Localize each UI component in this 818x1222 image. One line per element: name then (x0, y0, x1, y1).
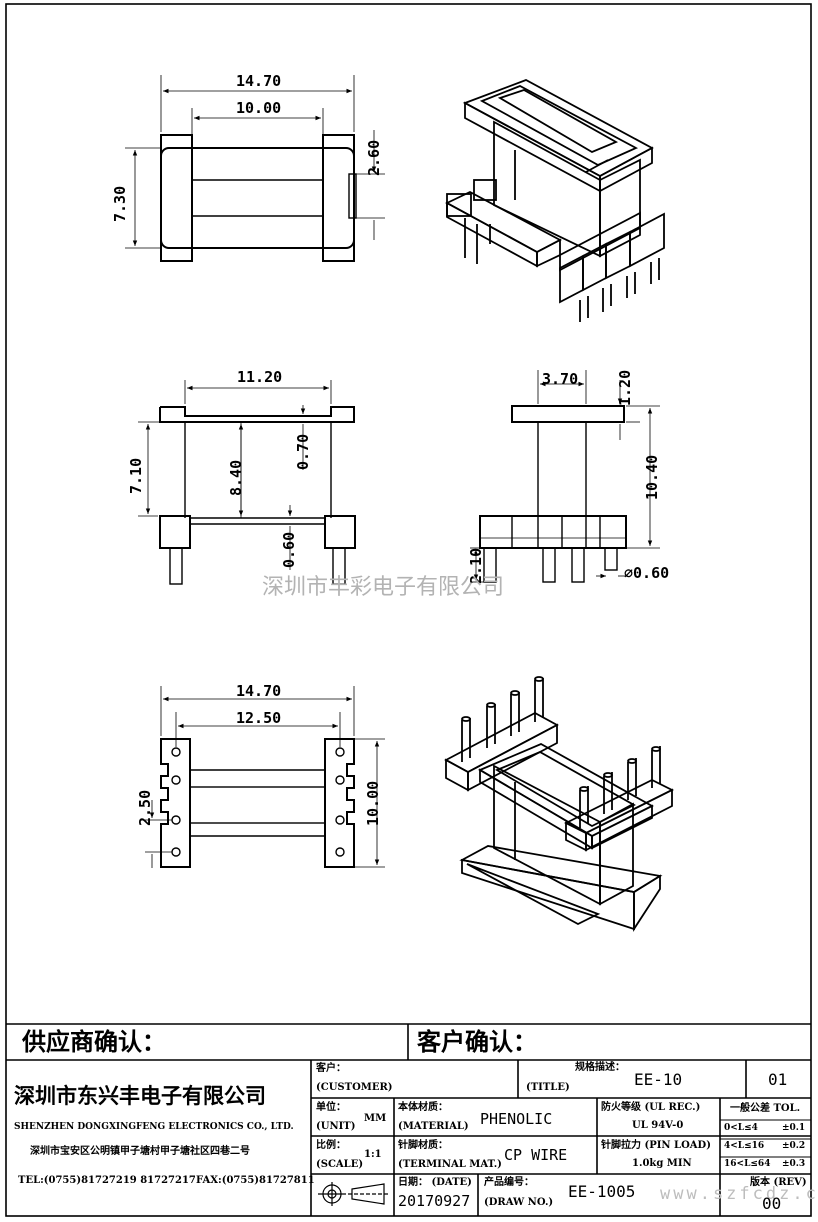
terminal-label-cn: 针脚材质： (398, 1140, 448, 1151)
title-value: EE-10 (634, 1070, 683, 1089)
scale-label-cn: 比例： (316, 1140, 346, 1151)
draw-no-label-cn: 产品编号： (484, 1177, 534, 1188)
draw-no-value: EE-1005 (568, 1182, 636, 1201)
customer-label-cn: 客户： (316, 1063, 346, 1074)
sheet-border (5, 3, 812, 1217)
scale-label-en: (SCALE) (316, 1159, 364, 1170)
revision-value: 00 (762, 1194, 782, 1213)
company-tel: TEL:(0755)81727219 81727217 (18, 1175, 196, 1186)
dim-top-overall-width: 14.70 (236, 72, 282, 90)
dim-front-base: 0.60 (280, 531, 298, 568)
dim-top-slot: 2.60 (365, 139, 383, 176)
dim-front-height: 7.10 (127, 457, 145, 494)
unit-label-cn: 单位： (316, 1102, 346, 1113)
dim-bottom-height: 10.00 (364, 780, 382, 826)
company-fax: FAX:(0755)81727811 (196, 1175, 315, 1186)
tolerance-value-2: ±0.2 (782, 1141, 806, 1151)
tolerance-range-3: 16<L≤64 (724, 1159, 771, 1169)
watermark-url: www.szfcdz.com (660, 1184, 818, 1204)
unit-value: MM (364, 1113, 387, 1124)
terminal-value: CP WIRE (504, 1146, 568, 1164)
projection-symbol-icon (318, 1182, 388, 1206)
terminal-label-en: (TERMINAL MAT.) (398, 1159, 502, 1170)
watermark-company: 深圳市丰彩电子有限公司 (262, 575, 505, 600)
title-block-lines (6, 1023, 811, 1216)
draw-no-label-en: (DRAW NO.) (484, 1197, 554, 1208)
tolerance-value-3: ±0.3 (782, 1159, 806, 1169)
dim-front-width: 11.20 (237, 368, 283, 386)
material-label-en: (MATERIAL) (398, 1121, 469, 1132)
dim-side-pin-diameter: ⌀0.60 (624, 564, 670, 582)
tolerance-value-1: ±0.1 (782, 1123, 806, 1133)
dim-bottom-pin-pitch: 2.50 (136, 789, 154, 826)
top-view (125, 75, 385, 262)
company-address: 深圳市宝安区公明镇甲子塘村甲子塘社区四巷二号 (30, 1146, 250, 1157)
dim-side-height: 10.40 (643, 454, 661, 500)
dim-side-core: 3.70 (542, 370, 579, 388)
title-label-en: (TITLE) (526, 1082, 570, 1093)
dim-top-inner-width: 10.00 (236, 99, 282, 117)
dim-front-center-height: 8.40 (227, 459, 245, 496)
pin-load-label: 针脚拉力 (PIN LOAD) (601, 1140, 711, 1151)
supplier-confirm-label: 供应商确认： (22, 1028, 166, 1056)
isometric-view-top (445, 79, 665, 322)
company-name-cn: 深圳市东兴丰电子有限公司 (14, 1084, 266, 1108)
dim-side-flange: 1.20 (616, 369, 634, 406)
dim-bottom-overall-width: 14.70 (236, 682, 282, 700)
flame-rating-label: 防火等级 (UL REC.) (601, 1102, 701, 1113)
material-value: PHENOLIC (480, 1110, 553, 1128)
material-label-cn: 本体材质： (398, 1102, 448, 1113)
dim-top-height: 7.30 (111, 185, 129, 222)
sheet-number: 01 (768, 1070, 788, 1089)
tolerance-label: 一般公差 TOL. (730, 1103, 801, 1114)
dim-bottom-inner-width: 12.50 (236, 709, 282, 727)
flame-rating-value: UL 94V-0 (632, 1120, 684, 1131)
revision-label: 版本 (REV) (750, 1177, 807, 1188)
isometric-view-bottom (444, 676, 675, 933)
date-label: 日期： (DATE) (398, 1177, 472, 1188)
tolerance-range-1: 0<L≤4 (724, 1123, 758, 1133)
dim-front-flange: 0.70 (294, 433, 312, 470)
side-view (470, 370, 660, 583)
date-value: 20170927 (398, 1192, 471, 1210)
scale-value: 1:1 (364, 1149, 382, 1160)
front-view (138, 380, 356, 585)
customer-confirm-label: 客户确认： (417, 1028, 537, 1056)
customer-label-en: (CUSTOMER) (316, 1082, 393, 1093)
title-label-cn: 规格描述： (575, 1062, 625, 1073)
tolerance-range-2: 4<L≤16 (724, 1141, 765, 1151)
bottom-view (145, 686, 385, 868)
pin-load-value: 1.0kg MIN (632, 1158, 692, 1169)
unit-label-en: (UNIT) (316, 1121, 356, 1132)
company-name-en: SHENZHEN DONGXINGFENG ELECTRONICS CO., L… (14, 1122, 294, 1132)
